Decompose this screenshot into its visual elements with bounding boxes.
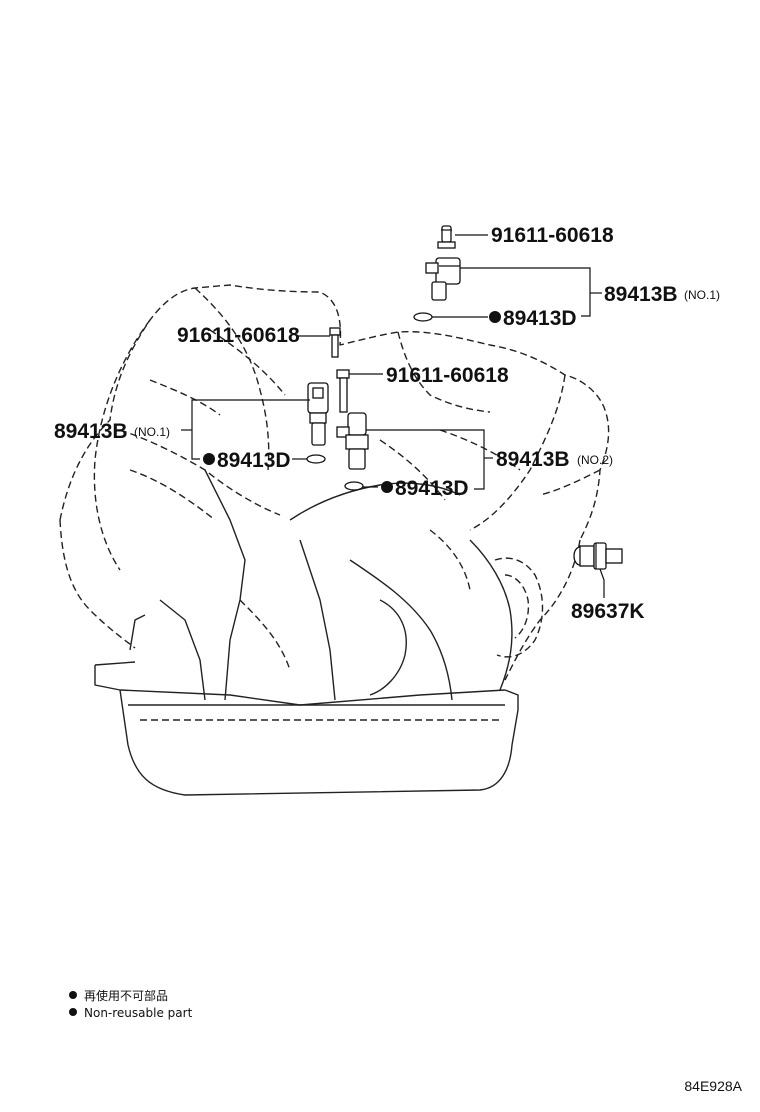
non-reusable-dot-icon [381, 481, 393, 493]
callout-oring-right: 89413D [395, 477, 469, 500]
speed-sensor-89637k-icon [573, 542, 623, 570]
bolt-left-icon [329, 327, 341, 358]
legend-dot-icon [69, 991, 77, 999]
callout-sensor-top: 89413B [604, 283, 678, 306]
legend-jp: 再使用不可部品 [84, 988, 168, 1003]
leader-lines [181, 234, 605, 598]
oring-top-icon [413, 312, 433, 322]
callout-sensor-top-note: (NO.1) [684, 288, 720, 302]
callout-oring-top: 89413D [503, 307, 577, 330]
bolt-mid-icon [336, 369, 350, 413]
callout-speed-sensor: 89637K [571, 600, 645, 623]
oring-left-icon [306, 454, 326, 464]
callout-sensor-right-note: (NO.2) [577, 453, 613, 467]
callout-bolt-top: 91611-60618 [491, 224, 614, 247]
callout-sensor-right: 89413B [496, 448, 570, 471]
drawing-code: 84E928A [684, 1078, 742, 1094]
non-reusable-dot-icon [489, 311, 501, 323]
legend: 再使用不可部品 Non-reusable part [69, 988, 193, 1020]
callout-bolt-mid: 91611-60618 [386, 364, 509, 387]
oring-right-icon [344, 481, 364, 491]
non-reusable-dot-icon [203, 453, 215, 465]
callout-oring-left: 89413D [217, 449, 291, 472]
legend-en: Non-reusable part [84, 1006, 193, 1020]
bolt-top-icon [437, 225, 456, 249]
callout-sensor-left: 89413B [54, 420, 128, 443]
speed-sensor-no1-top-icon [425, 257, 461, 301]
speed-sensor-no2-icon [336, 412, 369, 470]
callout-sensor-left-note: (NO.1) [134, 425, 170, 439]
speed-sensor-no1-left-icon [307, 382, 329, 446]
legend-dot-icon [69, 1008, 77, 1016]
transmission-housing [59, 284, 610, 796]
callout-bolt-left: 91611-60618 [177, 324, 300, 347]
